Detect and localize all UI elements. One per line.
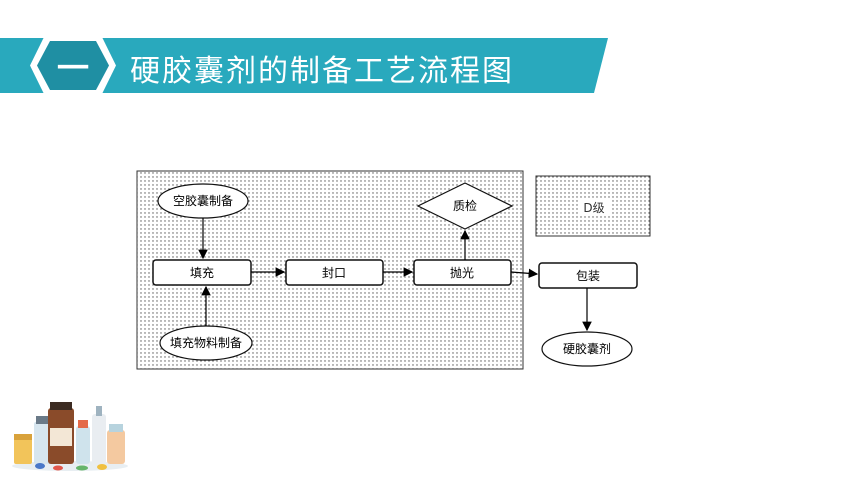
hexagon-badge-icon — [37, 41, 109, 90]
banner-shape — [0, 38, 608, 93]
filling-label: 填充 — [190, 265, 214, 280]
legend-zone-label: D级 — [583, 201, 604, 215]
product-node — [541, 331, 633, 367]
product-label: 硬胶囊剂 — [563, 341, 611, 356]
empty-capsule-label: 空胶囊制备 — [173, 193, 233, 208]
packaging-node — [538, 262, 638, 289]
sealing-label: 封口 — [322, 266, 346, 280]
arrow-polishing-to-packaging — [510, 268, 539, 279]
title-banner: 一 硬胶囊剂的制备工艺流程图 — [0, 38, 860, 93]
medicine-bottles-icon — [12, 402, 128, 471]
page-title: 硬胶囊剂的制备工艺流程图 — [130, 54, 514, 89]
packaging-label: 包装 — [576, 269, 600, 283]
polishing-label: 抛光 — [450, 265, 474, 280]
quality-check-label: 质检 — [453, 198, 477, 213]
section-number: 一 — [56, 49, 89, 87]
fill-material-label: 填充物料制备 — [170, 335, 242, 350]
quality-check-node — [416, 182, 514, 230]
